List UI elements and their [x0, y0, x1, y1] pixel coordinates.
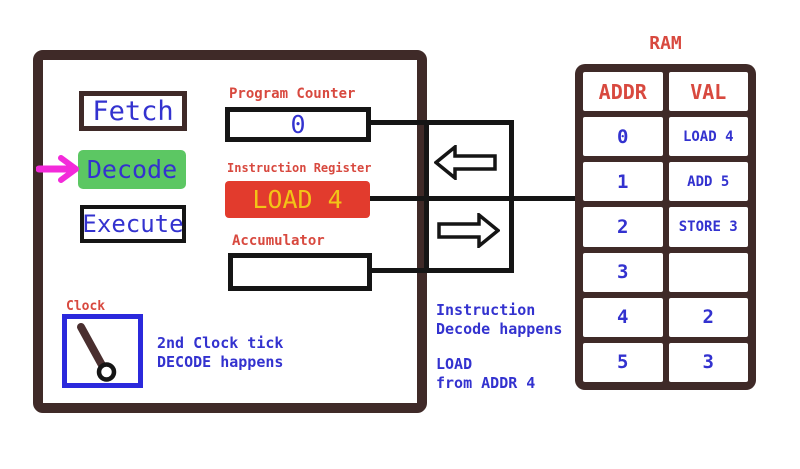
clock-label: Clock [66, 299, 106, 314]
ram-val-cell: 2 [668, 297, 748, 337]
ram-addr-cell: 0 [583, 117, 663, 157]
bus-note-decode-line1: Instruction [436, 301, 536, 319]
ram-val-cell: ADD 5 [668, 162, 748, 202]
program-counter-value: 0 [290, 110, 306, 139]
ram-addr-cell: 5 [583, 342, 663, 382]
ram-title: RAM [649, 33, 682, 54]
clock-pendulum-icon [77, 323, 117, 382]
clock-tick-note: 2nd Clock tick DECODE happens [157, 334, 283, 372]
ram-table: ADDR VAL 0 LOAD 4 1 ADD 5 2 STORE 3 3 4 … [575, 64, 756, 390]
ram-addr-cell: 2 [583, 207, 663, 247]
ram-val-cell: 3 [668, 342, 748, 382]
clock-box [62, 314, 143, 388]
wire-program-counter-to-bus [365, 120, 514, 125]
ram-val-cell: LOAD 4 [668, 117, 748, 157]
accumulator-value-box [228, 253, 372, 291]
ram-addr-cell: 1 [583, 162, 663, 202]
bus-note-load-line2: from ADDR 4 [436, 374, 536, 392]
clock-tick-note-line2: DECODE happens [157, 353, 284, 371]
wire-instruction-register-to-ram [367, 196, 578, 201]
ram-val-cell [668, 252, 748, 292]
bus-note-load: LOAD from ADDR 4 [436, 355, 535, 393]
bus-note-decode-line2: Decode happens [436, 320, 563, 338]
stage-fetch: Fetch [79, 91, 187, 131]
ram-column-header-addr: ADDR [583, 72, 663, 112]
clock-tick-note-line1: 2nd Clock tick [157, 334, 284, 352]
stage-execute: Execute [80, 205, 186, 243]
bus-write-arrow-right-icon [437, 213, 500, 248]
active-stage-pointer-arrow-icon [36, 155, 79, 183]
program-counter-label: Program Counter [229, 86, 356, 102]
ram-val-cell: STORE 3 [668, 207, 748, 247]
instruction-register-value-box: LOAD 4 [225, 181, 370, 218]
ram-addr-cell: 4 [583, 297, 663, 337]
bus-read-arrow-left-icon [434, 145, 497, 180]
bus-box [424, 120, 514, 273]
instruction-register-value: LOAD 4 [252, 185, 343, 214]
ram-column-header-val: VAL [668, 72, 748, 112]
ram-addr-cell: 3 [583, 252, 663, 292]
stage-decode-active: Decode [78, 150, 186, 189]
accumulator-label: Accumulator [232, 233, 325, 249]
bus-note-decode: Instruction Decode happens [436, 301, 562, 339]
bus-note-load-line1: LOAD [436, 355, 473, 373]
instruction-register-label: Instruction Register [227, 161, 372, 175]
program-counter-value-box: 0 [225, 107, 371, 142]
wire-accumulator-to-bus [370, 268, 514, 273]
